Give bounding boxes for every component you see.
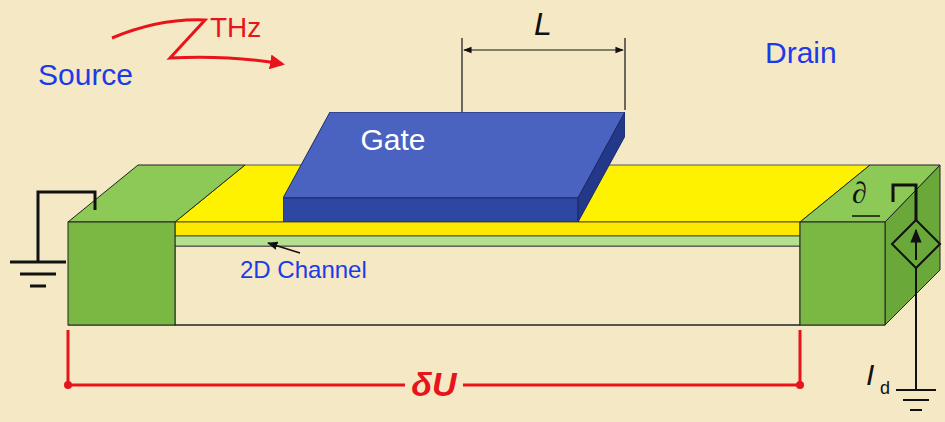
gate-outline (283, 112, 625, 222)
current-source-symbol (892, 220, 940, 268)
radiation-label: THz (210, 12, 261, 44)
substrate-edge (68, 325, 885, 326)
terminal-dot (796, 381, 804, 389)
drain-front (800, 222, 885, 325)
current-direction-arrow (915, 230, 917, 260)
drain-top (800, 165, 940, 222)
gate-top (283, 112, 625, 198)
current-symbol: I (866, 358, 874, 393)
terminal-dot (64, 381, 72, 389)
dimension-line (624, 38, 625, 110)
ground-wire (915, 268, 917, 390)
ground-symbol (896, 389, 936, 391)
substrate-face (175, 246, 800, 325)
dimension-label: L (534, 6, 552, 43)
dimension-arrow (464, 49, 623, 50)
ground-symbol (30, 285, 46, 288)
gate-front (283, 198, 578, 222)
drain-wire (893, 185, 916, 220)
formula-symbol: ∂ (852, 176, 867, 211)
barrier-layer (175, 222, 800, 236)
gate-side (578, 112, 625, 222)
gate-label: Gate (360, 123, 425, 158)
leader-arrow (268, 243, 300, 253)
ground-symbol (910, 409, 922, 411)
terminal-label: Drain (765, 36, 837, 71)
gate-electrode: Gate (283, 112, 625, 222)
source-front (68, 222, 175, 325)
ground-wire (38, 192, 95, 262)
dimension-line (461, 38, 462, 118)
ground-symbol (903, 399, 929, 401)
current-subscript: d (880, 378, 890, 399)
layer-label: 2D Channel (240, 256, 367, 284)
fraction-bar (852, 215, 880, 217)
voltage-label: δU (405, 365, 462, 404)
channel-layer (175, 236, 800, 246)
ground-symbol (10, 261, 66, 264)
terminal-label: Source (38, 58, 133, 93)
ground-symbol (20, 273, 56, 276)
